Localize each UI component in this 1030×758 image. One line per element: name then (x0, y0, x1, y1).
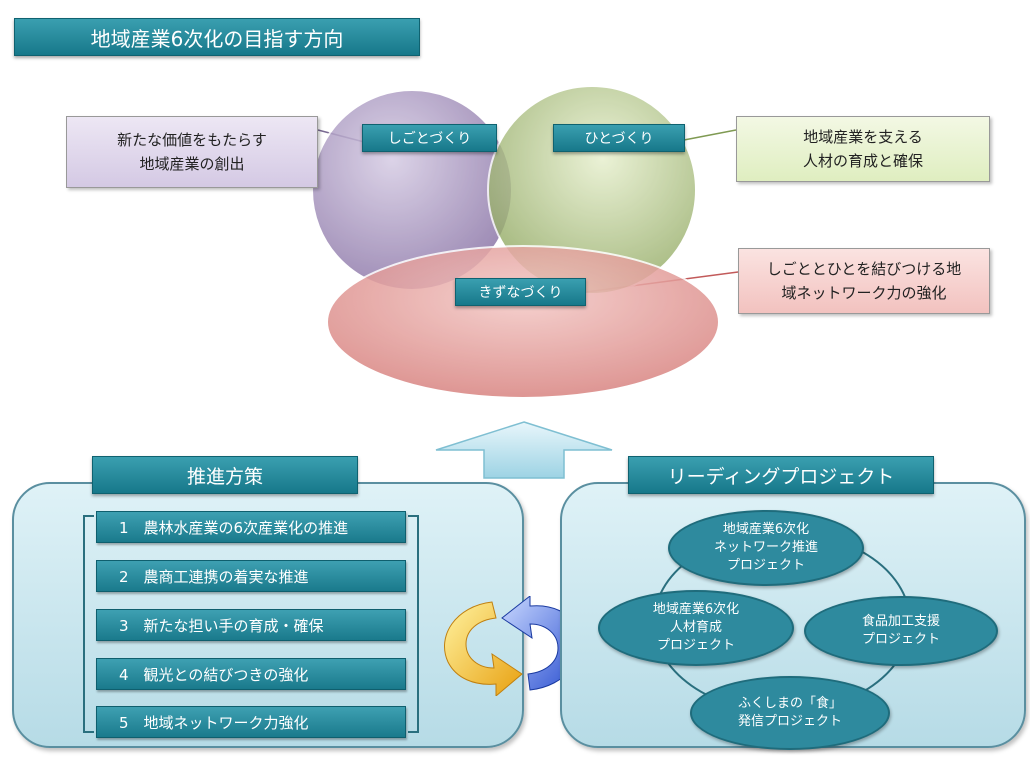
policy-item-3-text: 3 新たな担い手の育成・確保 (119, 616, 324, 635)
label-hito-text: ひとづくり (584, 131, 654, 147)
ellipse-kizuna (326, 245, 720, 399)
note-kizuna: しごととひとを結びつける地 域ネットワーク力の強化 (738, 248, 990, 314)
label-kizuna: きずなづくり (455, 278, 586, 306)
policy-item-5: 5 地域ネットワーク力強化 (96, 706, 406, 738)
project-human-resources: 地域産業6次化 人材育成 プロジェクト (598, 590, 794, 666)
page-title: 地域産業6次化の目指す方向 (14, 18, 420, 56)
policy-item-4-text: 4 観光との結びつきの強化 (119, 665, 309, 684)
policy-item-5-text: 5 地域ネットワーク力強化 (119, 713, 309, 732)
venn-diagram (311, 85, 739, 399)
label-hito: ひとづくり (553, 124, 685, 152)
policy-header-text: 推進方策 (186, 465, 263, 488)
policy-item-2-text: 2 農商工連携の着実な推進 (119, 567, 309, 586)
note-kizuna-text: しごととひとを結びつける地 域ネットワーク力の強化 (766, 260, 962, 302)
project-network: 地域産業6次化 ネットワーク推進 プロジェクト (668, 510, 864, 586)
projects-header-text: リーディングプロジェクト (667, 465, 895, 488)
policy-item-2: 2 農商工連携の着実な推進 (96, 560, 406, 592)
project-network-text: 地域産業6次化 ネットワーク推進 プロジェクト (713, 522, 818, 573)
policy-item-3: 3 新たな担い手の育成・確保 (96, 609, 406, 641)
label-shigoto: しごとづくり (362, 124, 497, 152)
policy-header: 推進方策 (92, 456, 358, 494)
projects-header: リーディングプロジェクト (628, 456, 934, 494)
label-kizuna-text: きずなづくり (478, 285, 563, 301)
note-shigoto: 新たな価値をもたらす 地域産業の創出 (66, 116, 318, 188)
up-arrow-icon (435, 421, 613, 479)
project-fukushima-food-text: ふくしまの「食」 発信プロジェクト (737, 696, 842, 729)
note-shigoto-text: 新たな価値をもたらす 地域産業の創出 (117, 131, 267, 173)
project-fukushima-food: ふくしまの「食」 発信プロジェクト (690, 676, 890, 750)
policy-item-1: 1 農林水産業の6次産業化の推進 (96, 511, 406, 543)
policy-bracket (83, 515, 419, 733)
note-hito: 地域産業を支える 人材の育成と確保 (736, 116, 990, 182)
project-food-processing-text: 食品加工支援 プロジェクト (861, 614, 940, 647)
connector-right-top (683, 129, 737, 141)
policy-item-4: 4 観光との結びつきの強化 (96, 658, 406, 690)
label-shigoto-text: しごとづくり (387, 131, 472, 147)
page-title-text: 地域産業6次化の目指す方向 (90, 26, 344, 51)
note-hito-text: 地域産業を支える 人材の育成と確保 (802, 128, 923, 170)
project-food-processing: 食品加工支援 プロジェクト (804, 596, 998, 666)
project-human-resources-text: 地域産業6次化 人材育成 プロジェクト (652, 602, 740, 653)
policy-item-1-text: 1 農林水産業の6次産業化の推進 (119, 518, 349, 537)
